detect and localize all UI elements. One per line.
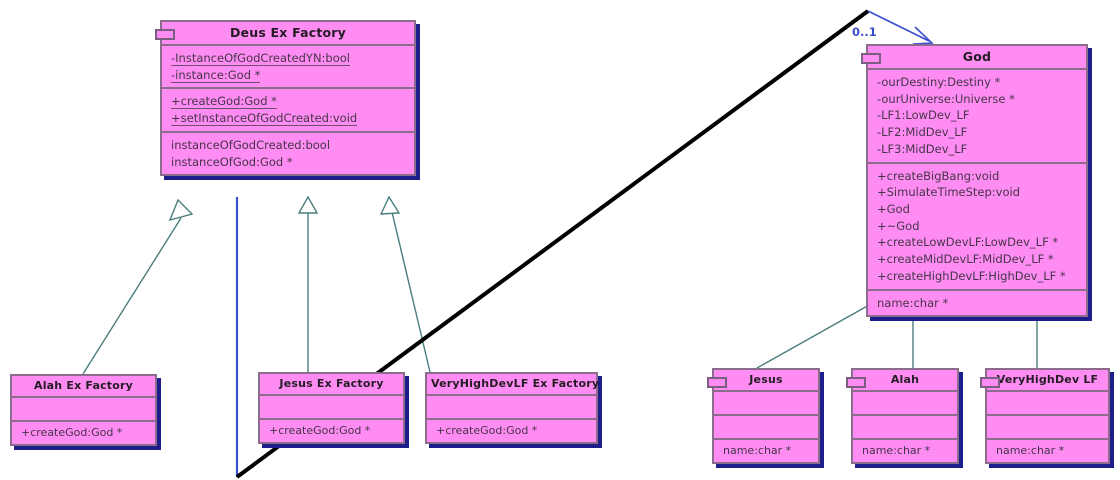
operation-row: +createHighDevLF:HighDev_LF *	[877, 268, 1066, 283]
extra-row: name:char *	[862, 444, 931, 458]
class-title: Jesus	[749, 373, 783, 386]
class-box-deus-ex-factory[interactable]: Deus Ex Factory -InstanceOfGodCreatedYN:…	[155, 20, 416, 177]
operation-row: +createLowDevLF:LowDev_LF *	[877, 235, 1059, 250]
attributes-compartment	[427, 394, 596, 418]
operation-row: +SimulateTimeStep:void	[877, 185, 1020, 200]
operation-row: +setInstanceOfGodCreated:void	[171, 111, 358, 127]
attribute-row: -ourDestiny:Destiny *	[877, 75, 1001, 89]
operations-compartment	[987, 414, 1108, 438]
operation-row: +createBigBang:void	[877, 168, 1000, 183]
operation-row: +createGod:God *	[436, 424, 538, 438]
attribute-row	[260, 399, 403, 415]
class-box-veryhighdev-lf[interactable]: VeryHighDev LF name:char *	[980, 368, 1110, 465]
class-tab-icon	[155, 29, 175, 40]
operation-row	[853, 419, 957, 435]
operation-row	[987, 419, 1108, 435]
operation-row: +createGod:God *	[269, 424, 371, 438]
class-tab-icon	[861, 53, 881, 64]
attributes-compartment	[853, 390, 957, 414]
class-box-alah[interactable]: Alah name:char *	[846, 368, 959, 465]
operations-compartment: +createGod:God * +setInstanceOfGodCreate…	[162, 87, 414, 130]
attribute-row: -instance:God *	[171, 67, 261, 83]
operations-compartment	[853, 414, 957, 438]
extra-row: name:char *	[877, 295, 949, 310]
generalization-veryhighdevlfexfactory-to-deus	[379, 195, 431, 373]
extra-compartment: name:char *	[987, 438, 1108, 462]
operation-row: +~God	[877, 218, 920, 233]
operation-row	[714, 419, 818, 435]
extra-compartment: instanceOfGodCreated:bool instanceOfGod:…	[162, 130, 414, 174]
class-tab-icon	[846, 377, 866, 388]
operations-compartment: +createGod:God *	[427, 418, 596, 442]
attribute-row	[853, 395, 957, 411]
attribute-row	[987, 395, 1108, 411]
class-title: Alah	[890, 373, 920, 386]
operations-compartment: +createGod:God *	[260, 418, 403, 442]
class-tab-icon	[707, 377, 727, 388]
attributes-compartment: -ourDestiny:Destiny * -ourUniverse:Unive…	[868, 68, 1086, 162]
operations-compartment	[714, 414, 818, 438]
attribute-row: -LF1:LowDev_LF	[877, 108, 970, 123]
operation-row: +createGod:God *	[171, 94, 277, 110]
attributes-compartment: -InstanceOfGodCreatedYN:bool -instance:G…	[162, 44, 414, 87]
class-box-jesus-ex-factory[interactable]: Jesus Ex Factory +createGod:God *	[258, 372, 405, 445]
class-tab-icon	[980, 377, 1000, 388]
class-title: VeryHighDevLF Ex Factory	[431, 377, 600, 390]
association-multiplicity-label: 0..1	[852, 25, 877, 39]
extra-row: name:char *	[996, 444, 1065, 458]
class-title: Deus Ex Factory	[229, 25, 347, 40]
extra-compartment: name:char *	[714, 438, 818, 462]
attribute-row	[12, 401, 155, 417]
class-box-veryhighdevlf-ex-factory[interactable]: VeryHighDevLF Ex Factory +createGod:God …	[425, 372, 600, 445]
extra-compartment: name:char *	[853, 438, 957, 462]
generalization-alahexfactory-to-deus	[82, 198, 194, 375]
class-box-jesus[interactable]: Jesus name:char *	[707, 368, 820, 465]
attributes-compartment	[714, 390, 818, 414]
attribute-row: -LF2:MidDev_LF	[877, 125, 968, 140]
operations-compartment: +createGod:God *	[12, 420, 155, 444]
operations-compartment: +createBigBang:void +SimulateTimeStep:vo…	[868, 161, 1086, 289]
class-box-alah-ex-factory[interactable]: Alah Ex Factory +createGod:God *	[10, 374, 157, 447]
attribute-row: -InstanceOfGodCreatedYN:bool	[171, 51, 350, 66]
class-box-god[interactable]: God -ourDestiny:Destiny * -ourUniverse:U…	[861, 44, 1088, 318]
attributes-compartment	[260, 394, 403, 418]
extra-row: instanceOfGodCreated:bool	[171, 137, 331, 152]
extra-row: name:char *	[723, 444, 792, 458]
attribute-row: -LF3:MidDev_LF	[877, 141, 968, 156]
operation-row: +God	[877, 202, 910, 217]
class-title: God	[962, 49, 992, 64]
attribute-row	[714, 395, 818, 411]
attribute-row: -ourUniverse:Universe *	[877, 91, 1015, 106]
operation-row: +createMidDevLF:MidDev_LF *	[877, 252, 1054, 267]
attributes-compartment	[987, 390, 1108, 414]
class-title: Jesus Ex Factory	[279, 377, 384, 390]
generalization-jesusexfactory-to-deus	[297, 195, 319, 372]
class-title: Alah Ex Factory	[33, 379, 134, 392]
attributes-compartment	[12, 396, 155, 420]
attribute-row	[427, 399, 596, 415]
extra-row: instanceOfGod:God *	[171, 154, 293, 169]
operation-row: +createGod:God *	[21, 426, 123, 440]
class-title: VeryHighDev LF	[996, 373, 1099, 386]
extra-compartment: name:char *	[868, 288, 1086, 316]
